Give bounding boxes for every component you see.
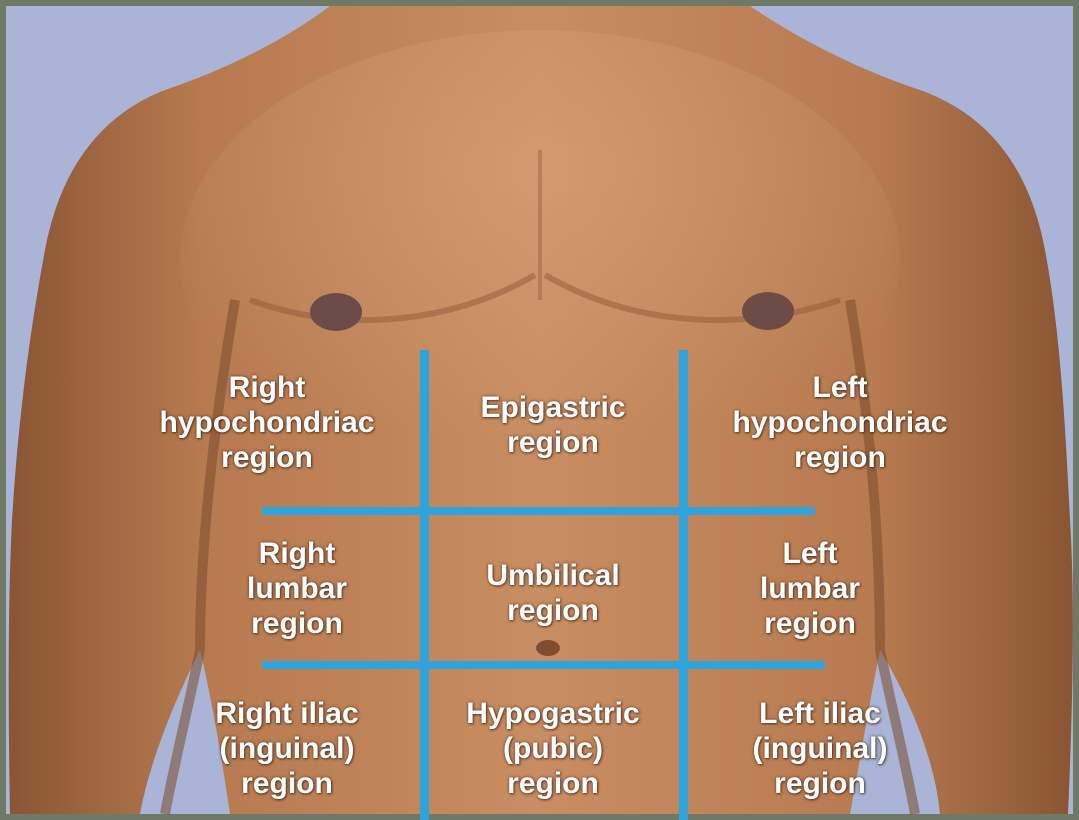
left-hypochondriac-label: Left hypochondriac region — [732, 370, 947, 475]
left-iliac-label: Left iliac (inguinal) region — [753, 696, 888, 801]
upper-horizontal-line — [262, 507, 815, 515]
left-nipple — [742, 292, 794, 330]
hypogastric-label: Hypogastric (pubic) region — [466, 696, 639, 801]
right-vertical-line — [420, 350, 429, 820]
right-hypochondriac-label: Right hypochondriac region — [159, 370, 374, 475]
right-nipple — [310, 293, 362, 331]
epigastric-label: Epigastric region — [480, 390, 625, 460]
right-iliac-label: Right iliac (inguinal) region — [215, 696, 358, 801]
umbilical-label: Umbilical region — [486, 558, 619, 628]
navel — [536, 640, 560, 656]
right-lumbar-label: Right lumbar region — [247, 536, 347, 641]
lower-horizontal-line — [262, 661, 825, 669]
left-lumbar-label: Left lumbar region — [760, 536, 860, 641]
left-vertical-line — [679, 350, 688, 820]
